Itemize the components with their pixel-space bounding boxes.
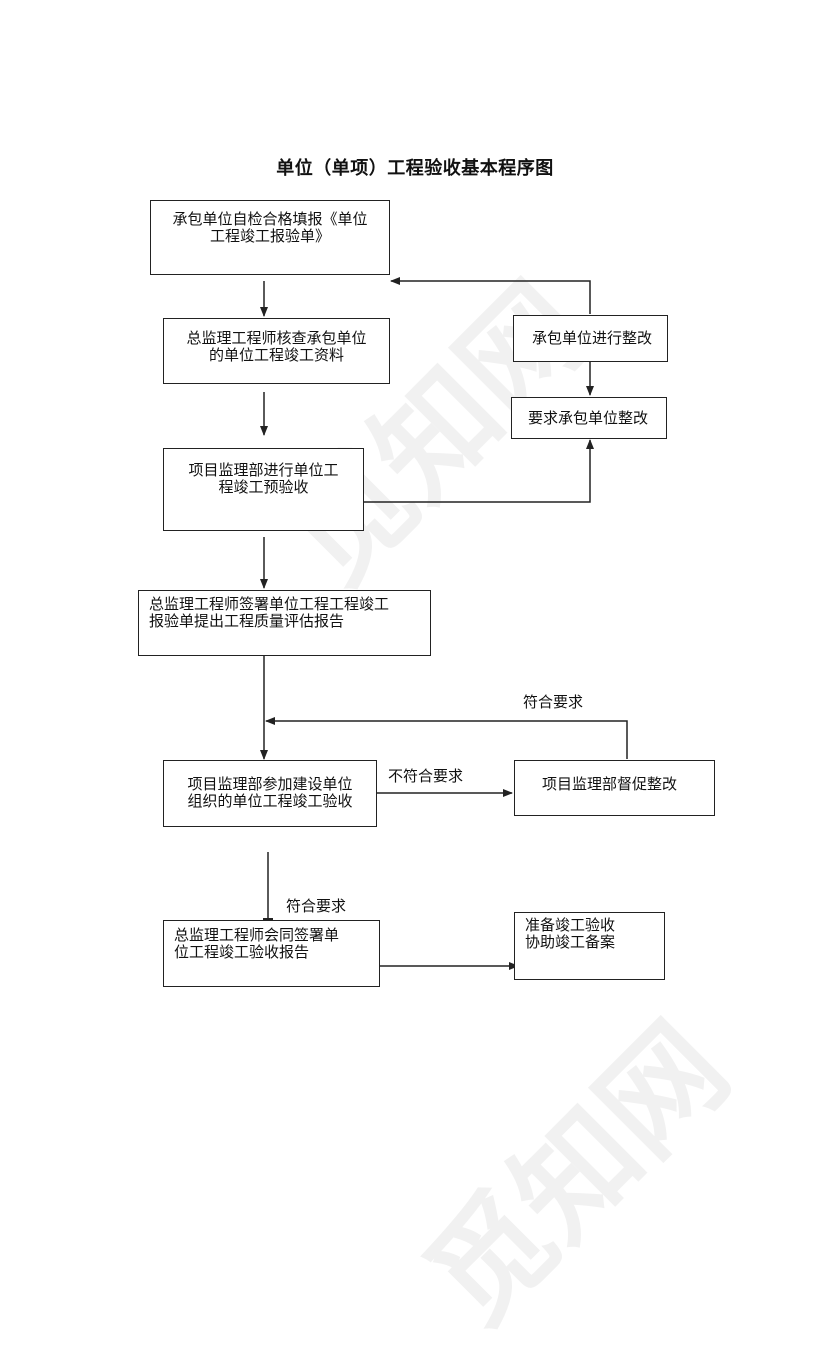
box-text-line1: 总监理工程师签署单位工程工程竣工 bbox=[149, 595, 390, 613]
box-text-line2: 程竣工预验收 bbox=[218, 478, 309, 496]
box-text-line2: 组织的单位工程竣工验收 bbox=[187, 792, 353, 810]
box-chief-review-docs: 总监理工程师核查承包单位 的单位工程竣工资料 bbox=[163, 318, 390, 384]
page-title: 单位（单项）工程验收基本程序图 bbox=[276, 158, 554, 179]
box-chief-sign-report: 总监理工程师签署单位工程工程竣工 报验单提出工程质量评估报告 bbox=[138, 590, 431, 656]
box-text-line1: 总监理工程师核查承包单位 bbox=[186, 329, 367, 347]
label-meets-requirements: 符合要求 bbox=[523, 693, 584, 711]
box-final-acceptance: 项目监理部参加建设单位 组织的单位工程竣工验收 bbox=[163, 760, 377, 827]
box-chief-cosign-report: 总监理工程师会同签署单 位工程竣工验收报告 bbox=[163, 920, 380, 987]
box-pre-acceptance: 项目监理部进行单位工 程竣工预验收 bbox=[163, 448, 364, 531]
box-text-line2: 工程竣工报验单》 bbox=[209, 227, 330, 245]
box-text-line2: 报验单提出工程质量评估报告 bbox=[149, 612, 345, 630]
box-text-line1: 项目监理部进行单位工 bbox=[188, 461, 339, 479]
box-text-line1: 承包单位自检合格填报《单位 bbox=[172, 210, 368, 228]
box-text-line1: 准备竣工验收 bbox=[525, 916, 616, 934]
box-text-line1: 项目监理部参加建设单位 bbox=[187, 775, 353, 793]
box-contractor-self-check: 承包单位自检合格填报《单位 工程竣工报验单》 bbox=[150, 200, 390, 275]
box-text-line2: 协助竣工备案 bbox=[525, 933, 616, 951]
label-not-meets-requirements: 不符合要求 bbox=[388, 767, 464, 785]
box-supervise-rectify: 项目监理部督促整改 bbox=[514, 760, 715, 816]
box-text-line1: 总监理工程师会同签署单 bbox=[174, 926, 340, 944]
connector-lines bbox=[260, 277, 628, 970]
box-text-line1: 承包单位进行整改 bbox=[532, 329, 653, 347]
box-text-line1: 要求承包单位整改 bbox=[528, 409, 649, 427]
box-prepare-filing: 准备竣工验收 协助竣工备案 bbox=[514, 912, 665, 980]
label-meets-requirements-2: 符合要求 bbox=[286, 897, 347, 915]
box-require-rectify: 要求承包单位整改 bbox=[511, 397, 667, 439]
box-text-line2: 位工程竣工验收报告 bbox=[174, 943, 310, 961]
box-text-line1: 项目监理部督促整改 bbox=[542, 775, 678, 793]
box-contractor-rectify: 承包单位进行整改 bbox=[513, 315, 668, 362]
box-text-line2: 的单位工程竣工资料 bbox=[208, 346, 344, 364]
